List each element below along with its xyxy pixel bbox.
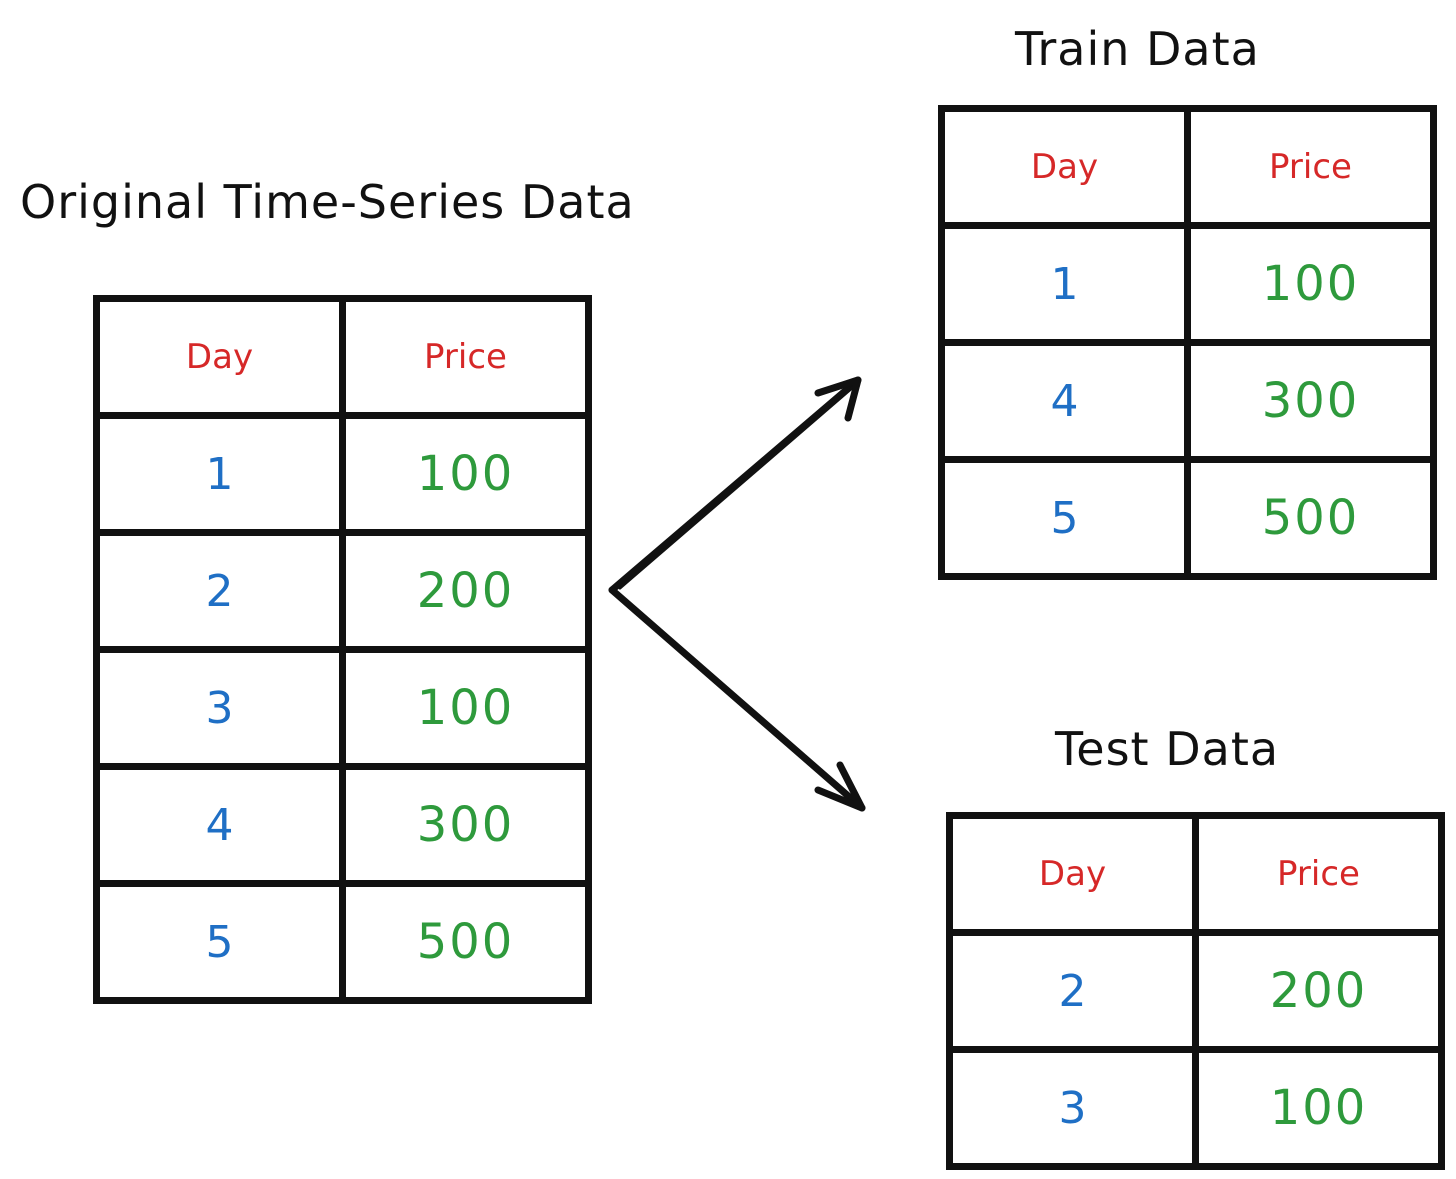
- test-table-title: Test Data: [1055, 722, 1280, 776]
- cell-price: 500: [339, 880, 592, 1004]
- cell-price: 100: [339, 646, 592, 770]
- original-table: Day Price 1 100 2 200 3 100 4 300 5 500: [93, 295, 592, 1004]
- table-row: 2 200: [946, 929, 1445, 1053]
- cell-day: 4: [93, 763, 346, 887]
- arrow-head-train: [814, 376, 862, 422]
- header-day: Day: [93, 295, 346, 419]
- table-row: 5 500: [93, 880, 592, 1004]
- cell-day: 1: [938, 222, 1191, 346]
- cell-day: 3: [93, 646, 346, 770]
- cell-price: 500: [1184, 456, 1437, 580]
- table-header-row: Day Price: [93, 295, 592, 419]
- table-row: 4 300: [93, 763, 592, 887]
- table-header-row: Day Price: [938, 105, 1437, 229]
- table-header-row: Day Price: [946, 812, 1445, 936]
- table-row: 3 100: [946, 1046, 1445, 1170]
- cell-price: 300: [1184, 339, 1437, 463]
- arrow-to-train: [608, 376, 862, 594]
- cell-price: 100: [339, 412, 592, 536]
- cell-day: 5: [93, 880, 346, 1004]
- cell-day: 1: [93, 412, 346, 536]
- cell-price: 200: [1192, 929, 1445, 1053]
- test-table: Day Price 2 200 3 100: [946, 812, 1445, 1170]
- header-day: Day: [946, 812, 1199, 936]
- table-row: 3 100: [93, 646, 592, 770]
- table-row: 1 100: [938, 222, 1437, 346]
- header-price: Price: [1192, 812, 1445, 936]
- cell-day: 2: [93, 529, 346, 653]
- original-table-title: Original Time-Series Data: [20, 175, 635, 229]
- cell-price: 100: [1192, 1046, 1445, 1170]
- table-row: 4 300: [938, 339, 1437, 463]
- train-table-title: Train Data: [1015, 22, 1260, 76]
- cell-day: 3: [946, 1046, 1199, 1170]
- arrow-to-train-sketch: [618, 386, 854, 590]
- cell-day: 4: [938, 339, 1191, 463]
- cell-day: 5: [938, 456, 1191, 580]
- header-day: Day: [938, 105, 1191, 229]
- cell-price: 300: [339, 763, 592, 887]
- table-row: 1 100: [93, 412, 592, 536]
- arrow-head-test: [814, 761, 866, 812]
- cell-price: 100: [1184, 222, 1437, 346]
- arrow-to-test: [608, 586, 866, 812]
- header-price: Price: [1184, 105, 1437, 229]
- table-row: 2 200: [93, 529, 592, 653]
- train-table: Day Price 1 100 4 300 5 500: [938, 105, 1437, 580]
- table-row: 5 500: [938, 456, 1437, 580]
- header-price: Price: [339, 295, 592, 419]
- cell-day: 2: [946, 929, 1199, 1053]
- cell-price: 200: [339, 529, 592, 653]
